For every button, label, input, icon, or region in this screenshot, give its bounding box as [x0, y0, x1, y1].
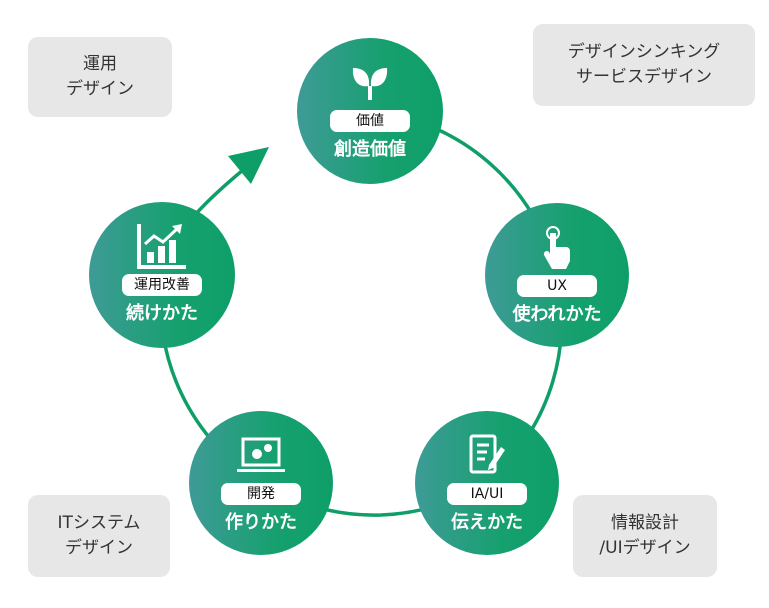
node-tag: 価値 — [330, 110, 410, 132]
info-design-box: 情報設計 /UIデザイン — [573, 495, 717, 577]
node-title: 作りかた — [225, 512, 297, 533]
growth-chart-icon — [136, 222, 188, 270]
node-title: 続けかた — [126, 303, 198, 324]
design-thinking-box: デザインシンキング サービスデザイン — [533, 24, 755, 106]
node-ux: UX 使われかた — [485, 203, 629, 347]
node-title: 使われかた — [512, 304, 602, 325]
node-tag: UX — [517, 275, 597, 297]
ops-design-box: 運用 デザイン — [28, 37, 172, 117]
sprout-icon — [350, 58, 390, 106]
notebook-pen-icon — [467, 431, 507, 479]
it-system-box: ITシステム デザイン — [28, 495, 170, 577]
node-tag: 運用改善 — [122, 274, 202, 296]
cycle-arrow-head — [228, 147, 269, 184]
touch-hand-icon — [540, 223, 574, 271]
node-tag: 開発 — [221, 483, 301, 505]
node-development: 開発 作りかた — [189, 411, 333, 555]
node-ia-ui: IA/UI 伝えかた — [415, 411, 559, 555]
laptop-gears-icon — [235, 431, 287, 479]
node-tag: IA/UI — [447, 483, 527, 505]
node-operations: 運用改善 続けかた — [89, 202, 235, 348]
node-title: 創造価値 — [334, 139, 406, 160]
node-title: 伝えかた — [451, 512, 523, 533]
node-value-creation: 価値 創造価値 — [297, 38, 443, 184]
